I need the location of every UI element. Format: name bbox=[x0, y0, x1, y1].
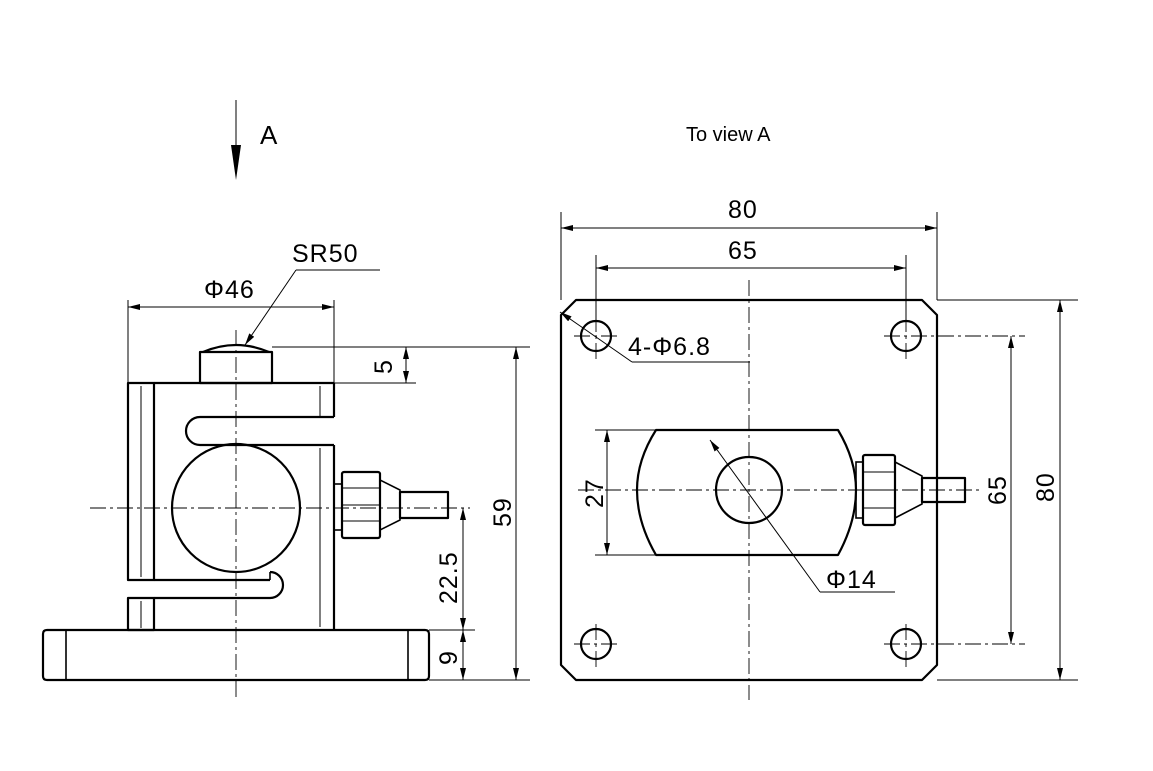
front-view: Φ46 SR50 5 59 22.5 9 bbox=[41, 240, 530, 700]
sensor-body bbox=[635, 428, 858, 557]
plan-view: 80 65 4-Φ6.8 27 Φ14 65 80 bbox=[559, 196, 1078, 700]
hole-callout-label: 4-Φ6.8 bbox=[628, 333, 711, 361]
sphere-radius-label: SR50 bbox=[292, 240, 359, 268]
view-arrow: A bbox=[231, 100, 278, 180]
plate-height-label: 80 bbox=[1032, 472, 1060, 502]
total-height-label: 59 bbox=[489, 497, 517, 527]
cable-height-label: 22.5 bbox=[435, 551, 463, 604]
button-height-label: 5 bbox=[370, 359, 398, 374]
center-hole-label: Φ14 bbox=[826, 566, 877, 594]
cable-stub bbox=[398, 490, 450, 520]
base-plate bbox=[41, 628, 431, 682]
head-diameter-label: Φ46 bbox=[204, 276, 255, 304]
hole-spacing-y-label: 65 bbox=[984, 475, 1012, 505]
mounting-plate bbox=[559, 298, 939, 682]
upper-slot bbox=[184, 415, 290, 447]
view-arrow-label: A bbox=[260, 120, 278, 150]
slot-width-label: 27 bbox=[581, 478, 609, 508]
lower-slot bbox=[154, 570, 285, 600]
body-left-column bbox=[126, 381, 156, 582]
corner-holes bbox=[574, 316, 1025, 668]
hole-spacing-x-label: 65 bbox=[728, 237, 758, 265]
cable-connector bbox=[333, 470, 450, 540]
plate-width-label: 80 bbox=[728, 196, 758, 224]
view-title: To view A bbox=[686, 124, 771, 146]
base-thickness-label: 9 bbox=[435, 650, 463, 665]
